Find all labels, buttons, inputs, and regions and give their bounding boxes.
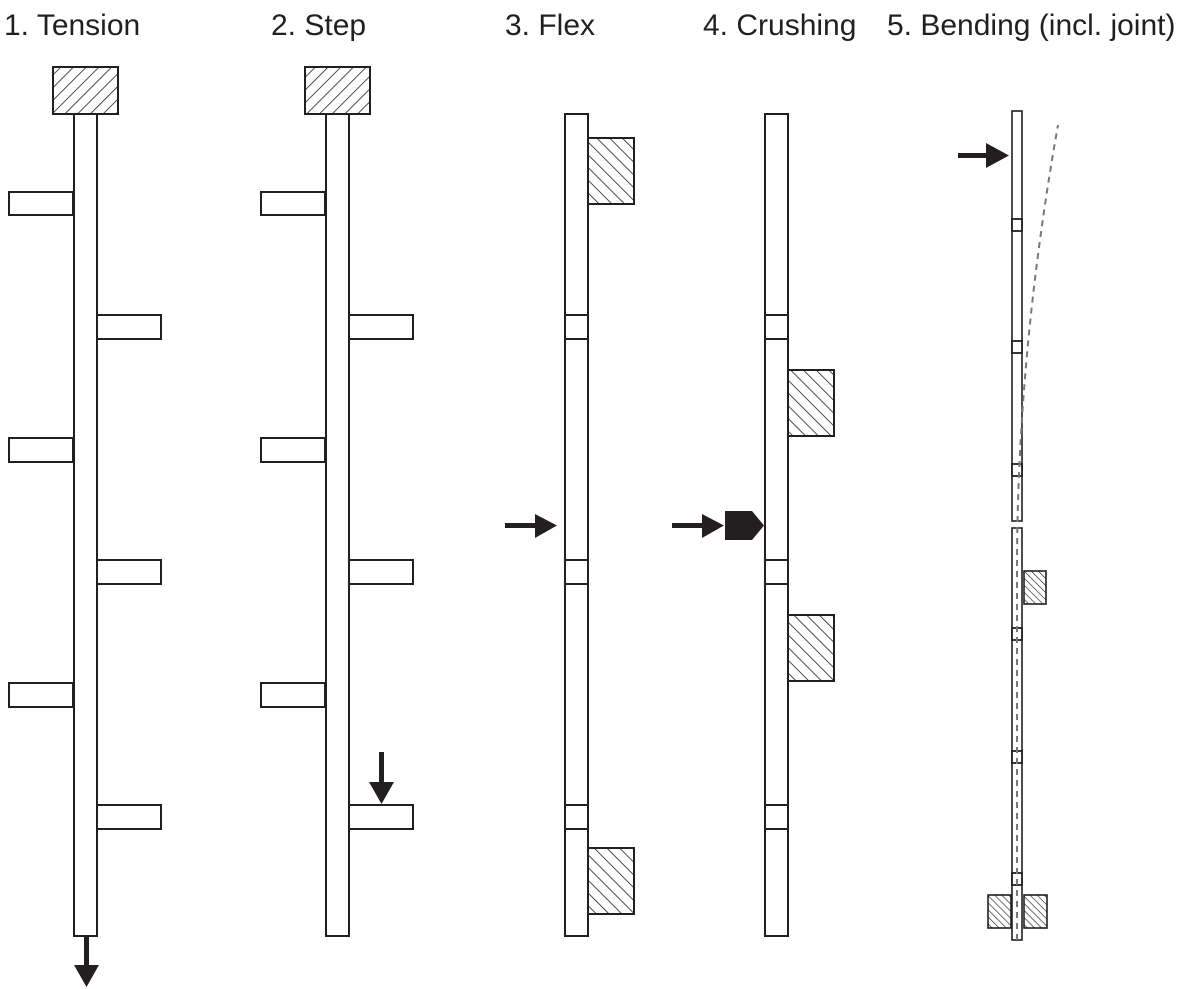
joint	[1011, 463, 1023, 477]
step-panel	[260, 66, 414, 937]
rung-right	[96, 804, 162, 830]
support-upper	[787, 369, 835, 437]
rung-left	[260, 682, 326, 708]
rung-right	[96, 559, 162, 585]
tension-panel	[8, 66, 162, 987]
crushing-load-arrow	[672, 514, 724, 538]
joint	[564, 314, 589, 340]
ladder-rail	[73, 113, 98, 937]
support-lower	[787, 614, 835, 682]
joint	[764, 804, 789, 830]
joint	[764, 559, 789, 585]
clamp-bottom-left	[987, 894, 1012, 929]
rung-left	[8, 437, 74, 463]
panel-title-bending: 5. Bending (incl. joint)	[887, 9, 1176, 42]
tension-arrow	[74, 937, 99, 987]
top-clamp	[304, 66, 371, 115]
rung-right	[348, 559, 414, 585]
support-top	[587, 137, 635, 205]
step-load-arrow	[369, 752, 394, 804]
rung-left	[260, 191, 326, 216]
panel-title-flex: 3. Flex	[505, 9, 596, 42]
top-clamp	[52, 66, 119, 115]
ladder-rail	[325, 113, 350, 937]
rung-left	[260, 437, 326, 463]
joint	[1011, 218, 1023, 232]
deflection-curve	[1016, 124, 1059, 940]
flex-load-arrow	[505, 514, 557, 538]
panel-title-tension: 1. Tension	[4, 9, 141, 42]
crushing-punch	[725, 511, 764, 540]
joint	[564, 804, 589, 830]
rung-right	[348, 804, 414, 830]
support-middle	[1023, 570, 1047, 605]
bending-panel	[958, 110, 1059, 941]
crushing-panel	[672, 113, 835, 937]
clamp-bottom-right	[1023, 894, 1048, 929]
rung-right	[96, 314, 162, 340]
panel-title-crushing: 4. Crushing	[703, 9, 857, 42]
bending-load-arrow	[958, 143, 1009, 168]
rung-left	[8, 682, 74, 708]
support-bottom	[587, 847, 635, 915]
panel-title-step: 2. Step	[271, 9, 367, 42]
flex-panel	[505, 113, 635, 937]
joint	[764, 314, 789, 340]
rung-right	[348, 314, 414, 340]
joint	[564, 559, 589, 585]
rail-upper	[1011, 110, 1023, 522]
rung-left	[8, 191, 74, 216]
joint	[1011, 340, 1023, 354]
